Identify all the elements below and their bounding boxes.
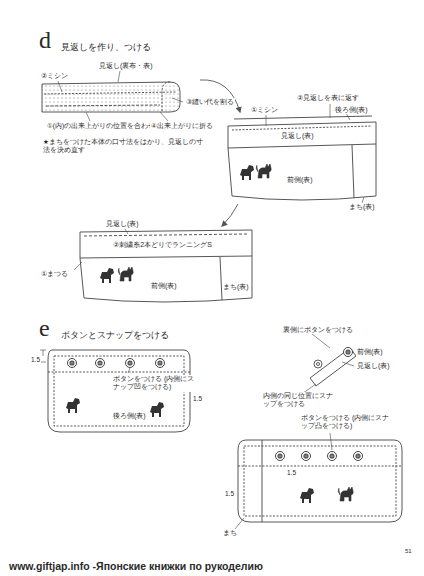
- step-note: ④出来上がりに折る: [150, 122, 214, 130]
- part-name: 見返し(裏布・表): [98, 62, 154, 70]
- step-note: ①ミシン: [250, 106, 279, 114]
- step-note: ②刺繍糸2本どりでランニングS: [112, 241, 213, 249]
- step-note: ボタンをつける (内側にスナップ凸をつける): [300, 414, 394, 431]
- section-letter: d: [38, 26, 52, 55]
- part-name: 前側(表): [286, 176, 314, 184]
- part-name: 後ろ側(表): [334, 106, 369, 114]
- note: ★まちをつけた本体の口寸法をはかり、見返しの寸法を決め直す: [42, 138, 204, 154]
- section-letter: e: [38, 314, 51, 343]
- step-note: 内側の同じ位置にスナップをつける: [262, 392, 338, 409]
- dimension: 1.5: [286, 469, 297, 477]
- part-name: まち(表): [222, 283, 250, 291]
- part-name: 見返し(表): [356, 362, 391, 370]
- step-note: ②ミシン: [40, 72, 69, 80]
- step-note: 裏側にボタンをつける: [282, 326, 354, 334]
- part-name: 後ろ側(表): [112, 412, 147, 420]
- dimension: 1.5: [30, 356, 41, 364]
- page-number: 51: [404, 548, 413, 555]
- step-note: ①まつる: [40, 270, 69, 278]
- dimension: 1.5: [224, 490, 235, 498]
- part-name: まち(表): [348, 203, 376, 211]
- part-name: 見返し(表): [280, 132, 315, 140]
- part-name: 前側(表): [356, 348, 384, 356]
- watermark: www.giftjap.info -Японские книжки по рук…: [8, 560, 264, 573]
- section-heading: 見返しを作り、つける: [60, 42, 152, 53]
- part-name: 見返し(表): [105, 220, 140, 228]
- step-note: ②見返しを表に返す: [296, 94, 360, 102]
- section-heading: ボタンとスナップをつける: [60, 330, 170, 341]
- step-note: ボタンをつける (内側にスナップ凹をつける): [112, 375, 196, 392]
- step-note: ③縫い代を割る: [185, 98, 235, 106]
- step-note: ①(内)の出来上がりの位置を合わせる: [46, 122, 163, 130]
- dimension: 1.5: [192, 395, 203, 403]
- part-name: まち: [222, 529, 238, 537]
- part-name: 前側(表): [150, 282, 178, 290]
